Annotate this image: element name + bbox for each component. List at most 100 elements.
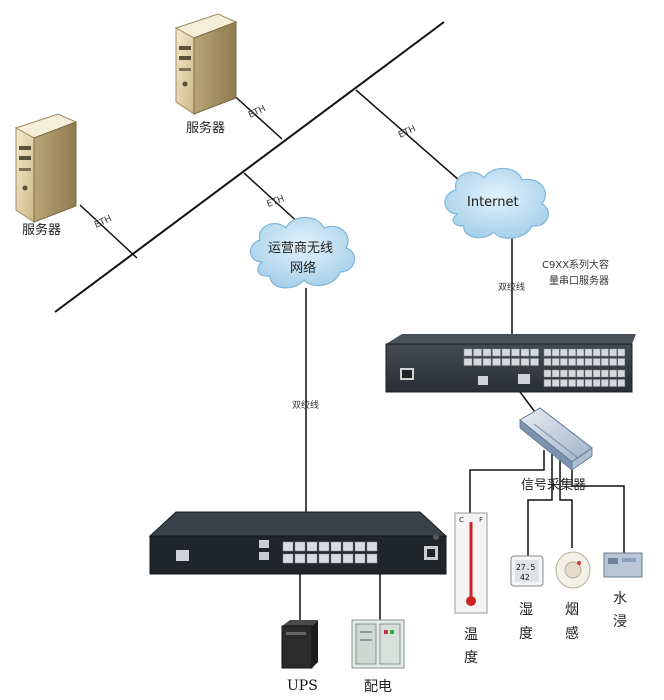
ethernet-port xyxy=(543,358,552,366)
c9xx-label-line1: C9XX系列大容 xyxy=(542,258,609,271)
ethernet-port xyxy=(543,379,552,387)
ethernet-port xyxy=(318,553,330,564)
ethernet-port xyxy=(511,358,520,366)
ethernet-port xyxy=(511,348,520,357)
ethernet-port xyxy=(584,379,593,387)
power-label: 配电 xyxy=(364,679,392,695)
ethernet-port xyxy=(551,379,560,387)
ethernet-port xyxy=(282,541,294,552)
ethernet-port xyxy=(294,541,306,552)
ethernet-port xyxy=(551,348,560,357)
ethernet-port xyxy=(530,358,539,366)
ethernet-port xyxy=(366,553,378,564)
ethernet-port xyxy=(601,369,609,378)
ethernet-port xyxy=(543,348,552,357)
ethernet-port xyxy=(342,553,354,564)
ethernet-port xyxy=(354,553,366,564)
twisted-pair-label-left: 双绞线 xyxy=(292,399,319,411)
smoke-label-1: 烟 xyxy=(565,602,579,618)
ethernet-port xyxy=(342,541,354,552)
ethernet-port xyxy=(609,379,617,387)
c9xx-port-grid xyxy=(463,348,626,387)
temperature-label-1: 温 xyxy=(464,627,478,643)
ethernet-port xyxy=(568,379,576,387)
backbone-line xyxy=(54,21,445,313)
c9xx-label-line2: 量串口服务器 xyxy=(549,274,609,287)
thermometer-icon: C F xyxy=(454,512,488,614)
wire-smoke xyxy=(559,456,573,548)
humidity-label-2: 度 xyxy=(519,626,533,642)
wireless-network-cloud-icon xyxy=(249,216,356,289)
server-top-icon xyxy=(174,13,238,115)
ethernet-port xyxy=(576,348,585,357)
ethernet-port xyxy=(584,348,593,357)
ethernet-port xyxy=(609,369,617,378)
ethernet-port xyxy=(560,358,568,366)
svg-text:42: 42 xyxy=(520,573,530,582)
ethernet-port xyxy=(592,369,601,378)
server-left-label: 服务器 xyxy=(22,222,61,238)
server-left-icon xyxy=(14,113,78,223)
humidity-label-1: 湿 xyxy=(519,602,533,618)
ethernet-port xyxy=(568,348,576,357)
ethernet-port xyxy=(354,541,366,552)
main-serial-server-device xyxy=(148,511,448,575)
ethernet-port xyxy=(601,348,609,357)
ethernet-port xyxy=(463,358,473,366)
ethernet-port xyxy=(330,541,342,552)
c9xx-serial-server-device xyxy=(385,334,636,393)
ethernet-port xyxy=(543,369,552,378)
power-cabinet-icon xyxy=(351,619,405,669)
wireless-label-line1: 运营商无线 xyxy=(268,241,333,256)
server-top-label: 服务器 xyxy=(186,120,225,136)
ethernet-port xyxy=(294,553,306,564)
internet-label: Internet xyxy=(467,195,519,210)
water-label-1: 水 xyxy=(613,591,627,607)
ethernet-port xyxy=(551,358,560,366)
hygrometer-icon: 27.5 42 xyxy=(510,555,544,587)
main-port-grid xyxy=(282,541,378,564)
ethernet-port xyxy=(551,369,560,378)
svg-text:C: C xyxy=(459,516,464,524)
smoke-detector-icon xyxy=(555,551,591,589)
ethernet-port xyxy=(463,348,473,357)
ethernet-port xyxy=(601,358,609,366)
ethernet-port xyxy=(617,369,626,378)
wire-humidity xyxy=(527,452,553,557)
water-label-2: 浸 xyxy=(613,614,627,630)
ethernet-port xyxy=(492,358,501,366)
ethernet-port xyxy=(592,358,601,366)
eth-link-server-left xyxy=(79,204,138,259)
ups-icon xyxy=(281,620,318,669)
smoke-label-2: 感 xyxy=(565,625,579,642)
internet-cloud-icon xyxy=(444,167,549,239)
ethernet-port xyxy=(492,348,501,357)
ethernet-port xyxy=(617,358,626,366)
ethernet-port xyxy=(282,553,294,564)
ethernet-port xyxy=(520,348,530,357)
ethernet-port xyxy=(560,348,568,357)
ethernet-port xyxy=(330,553,342,564)
wireless-label-line2: 网络 xyxy=(290,260,316,276)
link-device-switch xyxy=(519,391,536,413)
ethernet-port xyxy=(501,348,511,357)
water-sensor-icon xyxy=(603,552,643,578)
svg-text:F: F xyxy=(479,516,483,524)
ethernet-port xyxy=(609,358,617,366)
eth-label-top: ETH xyxy=(247,104,267,121)
ethernet-port xyxy=(473,348,482,357)
ethernet-port xyxy=(609,348,617,357)
ethernet-port xyxy=(617,348,626,357)
ethernet-port xyxy=(318,541,330,552)
ethernet-port xyxy=(601,379,609,387)
ethernet-port xyxy=(568,358,576,366)
ethernet-port xyxy=(560,379,568,387)
svg-text:27.5: 27.5 xyxy=(516,563,535,572)
ethernet-port xyxy=(306,553,318,564)
ethernet-port xyxy=(584,369,593,378)
ethernet-port xyxy=(576,369,585,378)
ethernet-port xyxy=(306,541,318,552)
ethernet-port xyxy=(568,369,576,378)
ethernet-port xyxy=(584,358,593,366)
ethernet-port xyxy=(482,348,492,357)
